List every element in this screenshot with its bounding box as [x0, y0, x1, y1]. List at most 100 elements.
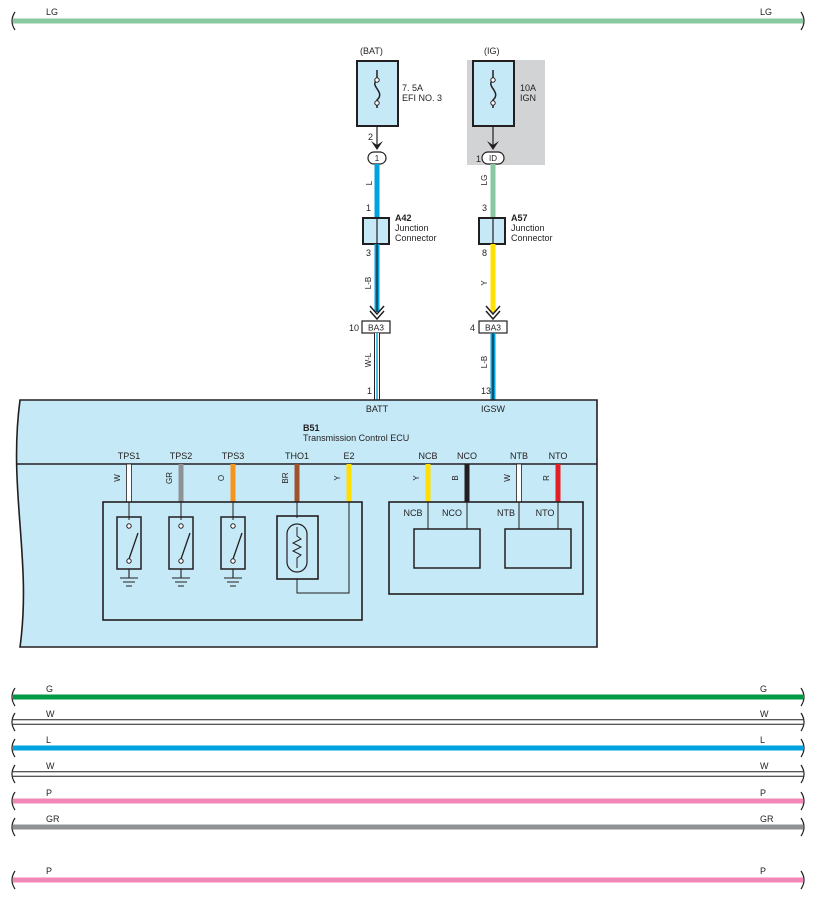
a42-id: A42: [395, 213, 412, 223]
pin-label-tps3: TPS3: [222, 451, 245, 461]
ig-chevron-icon: [485, 305, 501, 321]
bat-upper-wire-label: L: [365, 180, 374, 185]
pin-color-ntb: W: [503, 474, 512, 482]
pin-stub-tps2: [178, 464, 184, 502]
speed-sensor-block: [388, 501, 584, 595]
pin-label-e2: E2: [343, 451, 354, 461]
ecu-panel: BATT IGSW B51 Transmission Control ECU T…: [15, 399, 598, 648]
tps3-contact-top: [230, 523, 236, 529]
ecu-id: B51: [303, 423, 320, 433]
pin-stub-tps3: [230, 464, 236, 502]
bat-ba3-label: BA3: [368, 323, 384, 333]
ig-ba3-pin: 4: [470, 323, 475, 333]
pin-color-tho1: BR: [281, 472, 290, 483]
ig-connector-arrow-icon: [487, 141, 499, 150]
tps1-blade: [128, 532, 139, 560]
pin-label-ntb: NTB: [510, 451, 528, 461]
speed-sensor-1-right: NCO: [442, 508, 462, 518]
efi-fuse-rating: 7. 5A: [402, 83, 423, 93]
thermistor-icon: [286, 523, 308, 573]
bat-fuse-pin: 2: [368, 132, 373, 142]
bat-source-label: (BAT): [360, 46, 383, 56]
fuse-terminal-bottom: [490, 100, 496, 106]
a57-pin-bottom: 8: [482, 248, 487, 258]
tps3-blade: [232, 532, 243, 560]
pin-label-ncb: NCB: [418, 451, 437, 461]
bottom-bus: P P: [11, 788, 805, 811]
ecu-terminal-batt: BATT: [366, 404, 389, 414]
bus-label-left: W: [46, 761, 55, 771]
speed-sensor-2: [504, 528, 572, 569]
pin-color-tps3: O: [217, 475, 226, 481]
resistor-icon: [291, 527, 303, 568]
bottom-bus: P P: [11, 866, 805, 890]
bus-label-left: L: [46, 735, 51, 745]
top-bus-right-label: LG: [760, 7, 772, 17]
pin-stub-ntb: [516, 463, 522, 503]
bat-branch: (BAT) 7. 5A EFI NO. 3 2 1 L 1 A42 Juncti…: [349, 46, 442, 401]
bat-ecu-wire-label: W-L: [364, 352, 373, 367]
bus-label-left: GR: [46, 814, 60, 824]
bottom-bus: L L: [11, 735, 805, 758]
pin-stub-tps1: [126, 463, 132, 503]
speed-sensor-2-right: NTO: [536, 508, 555, 518]
bottom-bus: G G: [11, 684, 805, 707]
fuse-terminal-top: [374, 77, 380, 83]
a42-line2: Connector: [395, 233, 437, 243]
top-bus: LG LG: [11, 7, 805, 31]
speed-sensor-1-left: NCB: [403, 508, 422, 518]
bus-label-left: W: [46, 709, 55, 719]
pin-stub-nto: [555, 464, 561, 502]
ecu-terminal-igsw: IGSW: [481, 404, 506, 414]
bus-label-left: G: [46, 684, 53, 694]
tps3-contact-bottom: [230, 558, 236, 564]
bus-label-right: L: [760, 735, 765, 745]
ign-fuse-rating: 10A: [520, 83, 536, 93]
top-bus-left-label: LG: [46, 7, 58, 17]
bottom-bus: W W: [11, 709, 805, 732]
speed-sensor-1: [413, 528, 481, 569]
bus-label-right: W: [760, 709, 769, 719]
ig-ba3-label: BA3: [485, 323, 501, 333]
ig-lower-wire-label: Y: [480, 280, 489, 286]
bottom-bus: GR GR: [11, 814, 805, 837]
pin-color-e2: Y: [333, 475, 342, 481]
a57-id: A57: [511, 213, 528, 223]
fuse-terminal-top: [490, 77, 496, 83]
bat-connector-arrow-icon: [371, 141, 383, 150]
tps2-contact-bottom: [178, 558, 184, 564]
bus-label-right: G: [760, 684, 767, 694]
pin-stub-e2: [346, 464, 352, 502]
bottom-buses: G G W W L L W W: [11, 684, 805, 890]
bottom-bus: W W: [11, 761, 805, 784]
ign-fuse-name: IGN: [520, 93, 536, 103]
thermistor-return-lead: [296, 502, 350, 594]
ig-ecu-wire-label: L-B: [480, 356, 489, 368]
pin-label-tps1: TPS1: [118, 451, 141, 461]
bus-label-right: P: [760, 866, 766, 876]
bus-label-left: P: [46, 788, 52, 798]
igsw-pin: 13: [481, 386, 491, 396]
ground-icon: [120, 569, 138, 587]
tps2-contact-top: [178, 523, 184, 529]
pin-color-nto: R: [542, 475, 551, 481]
a57-line1: Junction: [511, 223, 545, 233]
pin-color-tps1: W: [113, 474, 122, 482]
tps2-blade: [180, 532, 191, 560]
pin-stub-nco: [464, 464, 470, 502]
pin-label-nco: NCO: [457, 451, 477, 461]
pin-stub-ncb: [425, 464, 431, 502]
batt-pin: 1: [367, 386, 372, 396]
ig-fuse-pin: 1: [476, 154, 481, 164]
ecu-panel-body: [15, 399, 598, 648]
tps1-contact-bottom: [126, 558, 132, 564]
fuse-terminal-bottom: [374, 100, 380, 106]
a42-junction-box: [362, 217, 390, 245]
pin-color-tps2: GR: [165, 472, 174, 484]
bat-connector-label: 1: [375, 154, 380, 163]
a57-pin-top: 3: [482, 203, 487, 213]
tps1-contact-top: [126, 523, 132, 529]
pin-color-ncb: Y: [412, 475, 421, 481]
bat-chevron-icon: [369, 305, 385, 321]
pin-label-nto: NTO: [549, 451, 568, 461]
